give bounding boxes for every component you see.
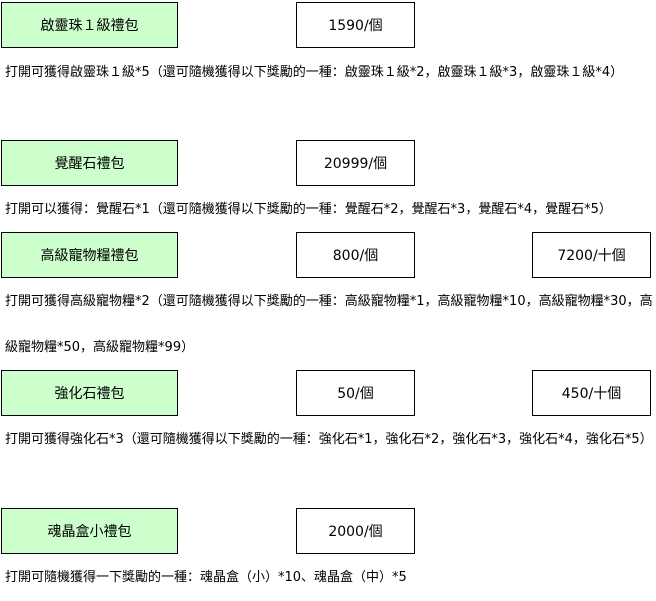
price-box-single: 800/個 xyxy=(296,232,415,278)
price-single: 20999/個 xyxy=(323,156,388,172)
price-box-single: 2000/個 xyxy=(296,508,415,554)
package-name-box: 啟靈珠１級禮包 xyxy=(1,2,178,48)
package-name-box: 強化石禮包 xyxy=(1,370,178,416)
price-single: 2000/個 xyxy=(328,524,383,540)
package-description: 打開可獲得啟靈珠１級*5（還可隨機獲得以下獎勵的一種：啟靈珠１級*2，啟靈珠１級… xyxy=(5,65,624,80)
price-box-ten: 7200/十個 xyxy=(532,232,651,278)
price-box-single: 50/個 xyxy=(296,370,415,416)
package-description: 打開可以獲得：覺醒石*1（還可隨機獲得以下獎勵的一種：覺醒石*2，覺醒石*3，覺… xyxy=(5,202,612,217)
price-single: 800/個 xyxy=(332,248,379,264)
price-ten: 450/十個 xyxy=(561,386,622,402)
package-name-box: 覺醒石禮包 xyxy=(1,140,178,186)
price-ten: 7200/十個 xyxy=(557,248,626,264)
price-box-ten: 450/十個 xyxy=(532,370,651,416)
package-name: 啟靈珠１級禮包 xyxy=(40,18,139,34)
package-description: 打開可隨機獲得一下獎勵的一種：魂晶盒（小）*10、魂晶盒（中）*5 xyxy=(5,570,407,585)
package-description: 打開可獲得高級寵物糧*2（還可隨機獲得以下獎勵的一種：高級寵物糧*1，高級寵物糧… xyxy=(5,294,653,355)
package-name-box: 高級寵物糧禮包 xyxy=(1,232,178,278)
price-single: 1590/個 xyxy=(328,18,383,34)
package-name: 魂晶盒小禮包 xyxy=(47,524,132,540)
package-name: 覺醒石禮包 xyxy=(54,156,125,172)
price-box-single: 20999/個 xyxy=(296,140,415,186)
package-description: 打開可獲得強化石*3（還可隨機獲得以下獎勵的一種：強化石*1，強化石*2，強化石… xyxy=(5,432,653,447)
package-name: 高級寵物糧禮包 xyxy=(40,248,139,264)
package-name: 強化石禮包 xyxy=(54,386,125,402)
price-box-single: 1590/個 xyxy=(296,2,415,48)
package-name-box: 魂晶盒小禮包 xyxy=(1,508,178,554)
price-single: 50/個 xyxy=(337,386,374,402)
